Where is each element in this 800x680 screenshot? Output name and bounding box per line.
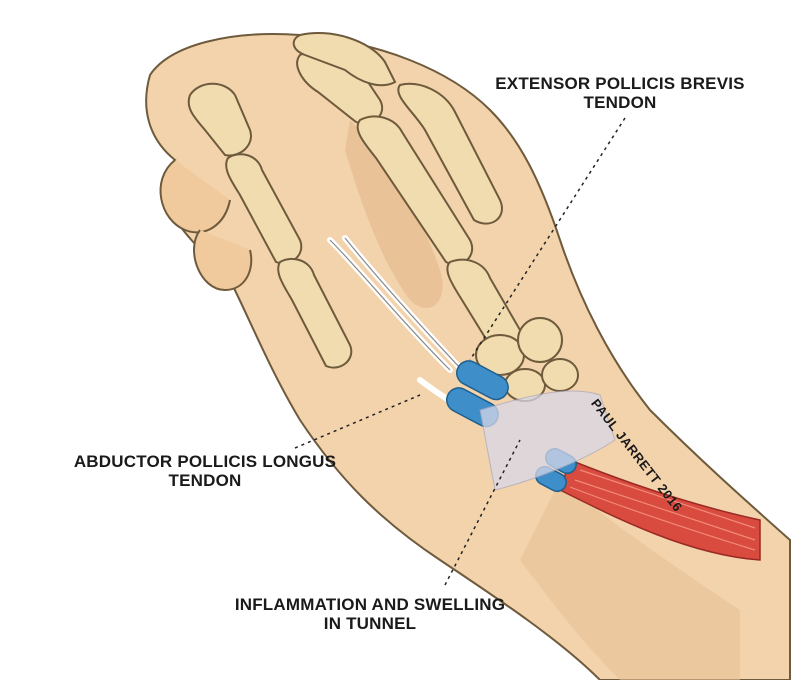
label-abductor-line2: TENDON	[168, 471, 242, 490]
label-extensor-pollicis-brevis: EXTENSOR POLLICIS BREVIS TENDON	[470, 74, 770, 112]
middle-finger-bones	[292, 32, 503, 225]
leader-line-abductor	[294, 394, 421, 449]
carpal-bones	[475, 317, 579, 402]
tendon-outlines	[329, 237, 463, 371]
label-abductor-pollicis-longus: ABDUCTOR POLLICIS LONGUS TENDON	[40, 452, 370, 490]
index-finger-bones	[296, 49, 523, 355]
label-abductor-line1: ABDUCTOR POLLICIS LONGUS	[73, 452, 337, 471]
label-inflammation-line1: INFLAMMATION AND SWELLING	[234, 595, 506, 614]
forearm-muscle	[559, 459, 761, 561]
curled-finger-1	[159, 159, 231, 234]
tunnel-sheath	[479, 390, 616, 491]
label-extensor-line1: EXTENSOR POLLICIS BREVIS	[495, 74, 745, 93]
label-extensor-line2: TENDON	[583, 93, 657, 112]
label-inflammation: INFLAMMATION AND SWELLING IN TUNNEL	[205, 595, 535, 633]
label-inflammation-line2: IN TUNNEL	[323, 614, 417, 633]
leader-line-extensor	[469, 117, 626, 361]
palm-shadow	[345, 120, 443, 309]
leader-lines	[294, 117, 626, 586]
curled-finger-2	[193, 229, 253, 292]
forearm-shadow	[520, 480, 740, 680]
thumb-bones	[187, 82, 353, 369]
muscle-fibers	[569, 469, 756, 551]
